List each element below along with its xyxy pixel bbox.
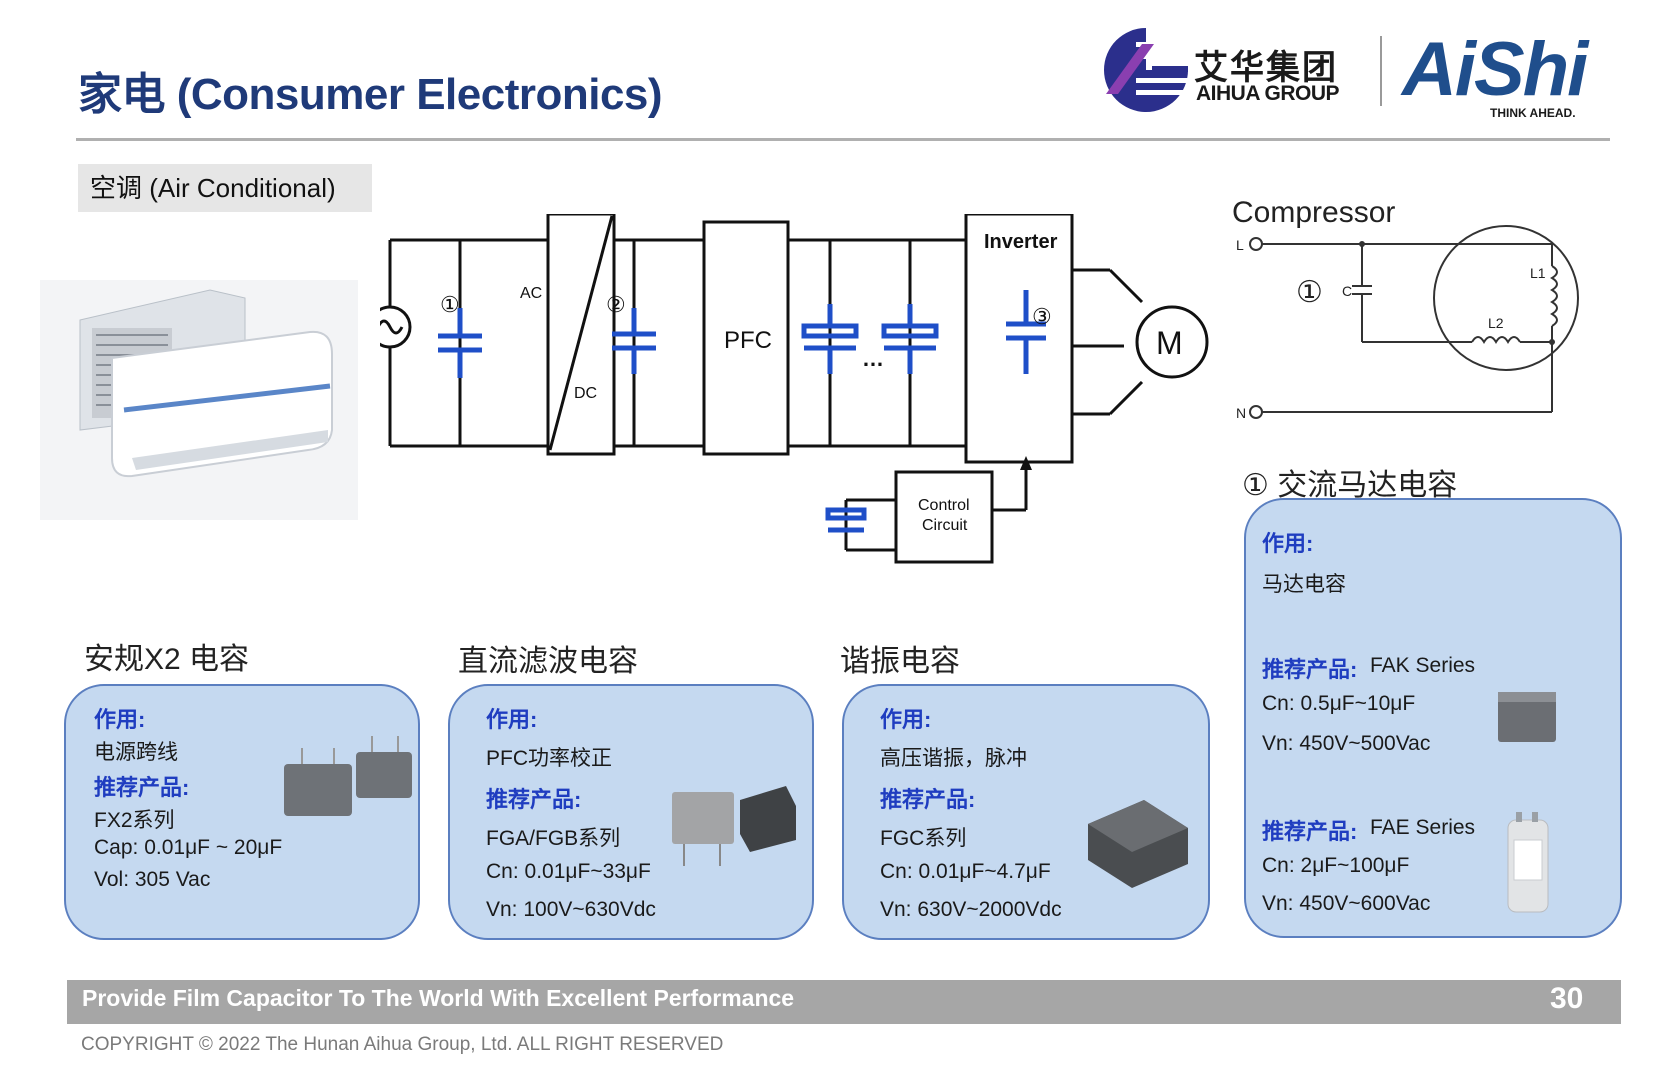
card3-rec-label: 推荐产品: [880, 787, 976, 812]
card3-role-value: 高压谐振，脉冲 [880, 747, 1027, 770]
aihua-logo [1096, 24, 1352, 114]
brand-tagline: THINK AHEAD. [1490, 106, 1576, 120]
dc-label: DC [574, 385, 597, 402]
compressor-l1-label: L1 [1530, 265, 1546, 281]
compressor-title: Compressor [1232, 196, 1396, 229]
card3-role-label: 作用: [880, 707, 932, 732]
control-label-2: Circuit [922, 517, 968, 534]
card3-product: FGC系列 [880, 827, 967, 850]
motor-rec1-product: FAK Series [1370, 654, 1476, 677]
motor-rec1-spec2: Vn: 450V~500Vac [1262, 732, 1431, 755]
ac-circuit-diagram: ① AC DC ② PFC … Inverter ③ M Control Cir… [380, 214, 1209, 564]
logo-english-name: AIHUA GROUP [1196, 82, 1340, 105]
card3-heading: 谐振电容 [840, 645, 960, 678]
motor-rec2-spec1: Cn: 2μF~100μF [1262, 854, 1410, 877]
logo-chinese-name: 艾华集团 [1194, 49, 1338, 87]
copyright: COPYRIGHT © 2022 The Hunan Aihua Group, … [81, 1034, 724, 1055]
card3-spec2: Vn: 630V~2000Vdc [880, 898, 1062, 921]
card1-role-value: 电源跨线 [94, 741, 178, 764]
cap-mark-3: ③ [1032, 304, 1052, 329]
card1-rec-label: 推荐产品: [94, 775, 190, 800]
footer-bar [67, 980, 1621, 1024]
inverter-label: Inverter [984, 231, 1058, 253]
card2-spec1: Cn: 0.01μF~33μF [486, 860, 651, 883]
motor-label: M [1156, 325, 1183, 361]
page-title: 家电 (Consumer Electronics) [78, 70, 663, 119]
page-number: 30 [1550, 982, 1584, 1015]
control-label-1: Control [918, 497, 970, 514]
compressor-circuit: L N C ① L1 L2 [1236, 225, 1579, 421]
compressor-l-label: L [1236, 237, 1244, 253]
cap-mark-2: ② [606, 292, 626, 317]
ellipsis-label: … [862, 346, 884, 371]
motor-card-heading: ① 交流马达电容 [1242, 469, 1458, 502]
header-divider [76, 138, 1610, 141]
motor-rec2-label: 推荐产品: [1262, 819, 1358, 844]
ac-label: AC [520, 285, 542, 302]
motor-rec1-label: 推荐产品: [1262, 657, 1358, 682]
motor-rec1-spec1: Cn: 0.5μF~10μF [1262, 692, 1416, 715]
motor-rec2-product: FAE Series [1370, 816, 1476, 839]
fgc-capacitor-image [1088, 800, 1188, 888]
compressor-mark: ① [1296, 276, 1323, 309]
motor-card: 作用: 马达电容 推荐产品: FAK Series Cn: 0.5μF~10μF… [1244, 498, 1622, 938]
fae-capacitor-image [1507, 812, 1549, 913]
cap-mark-1: ① [440, 292, 460, 317]
footer-slogan: Provide Film Capacitor To The World With… [82, 985, 795, 1011]
card1-spec1: Cap: 0.01μF ~ 20μF [94, 836, 283, 859]
aishi-brand: AiShi [1402, 27, 1588, 112]
compressor-n-label: N [1236, 405, 1246, 421]
resonance-capacitor-card: 作用: 高压谐振，脉冲 推荐产品: FGC系列 Cn: 0.01μF~4.7μF… [842, 684, 1210, 940]
card2-product: FGA/FGB系列 [486, 827, 621, 850]
compressor-l2-label: L2 [1488, 315, 1504, 331]
card3-spec1: Cn: 0.01μF~4.7μF [880, 860, 1051, 883]
fak-capacitor-image [1498, 692, 1556, 742]
logo-divider [1380, 36, 1382, 106]
card2-role-label: 作用: [486, 707, 538, 732]
card1-heading: 安规X2 电容 [84, 643, 250, 676]
air-conditioner-image [40, 280, 358, 520]
card2-rec-label: 推荐产品: [486, 787, 582, 812]
pfc-label: PFC [724, 327, 772, 354]
card1-spec2: Vol: 305 Vac [94, 868, 211, 891]
compressor-c-label: C [1342, 283, 1352, 299]
dc-filter-capacitor-card: 作用: PFC功率校正 推荐产品: FGA/FGB系列 Cn: 0.01μF~3… [448, 684, 814, 940]
motor-rec2-spec2: Vn: 450V~600Vac [1262, 892, 1431, 915]
card1-role-label: 作用: [94, 707, 146, 732]
fx2-capacitor-image [284, 736, 412, 816]
fga-capacitor-image [672, 786, 796, 866]
x2-capacitor-card: 作用: 电源跨线 推荐产品: FX2系列 Cap: 0.01μF ~ 20μF … [64, 684, 420, 940]
motor-role-value: 马达电容 [1262, 573, 1346, 596]
card2-role-value: PFC功率校正 [486, 747, 612, 770]
card1-product: FX2系列 [94, 809, 175, 832]
card2-spec2: Vn: 100V~630Vdc [486, 898, 656, 921]
motor-role-label: 作用: [1262, 531, 1314, 556]
card2-heading: 直流滤波电容 [458, 645, 638, 678]
section-title: 空调 (Air Conditional) [78, 164, 372, 212]
aihua-logo-icon [1104, 28, 1188, 112]
